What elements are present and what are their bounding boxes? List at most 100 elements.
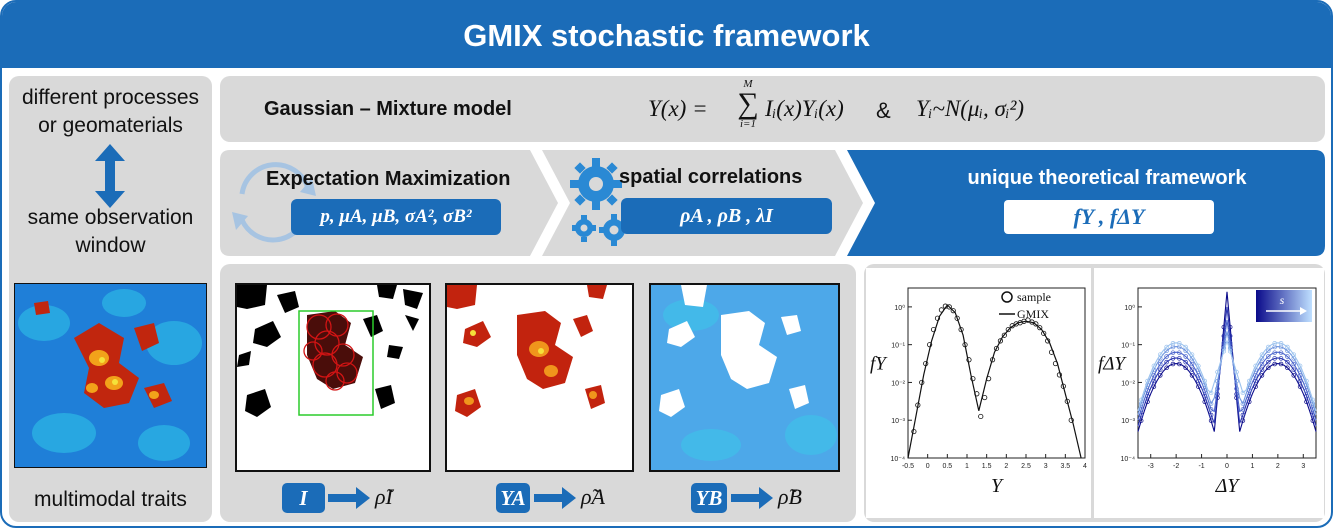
equation-rhs: Iᵢ(x)Yᵢ(x) <box>765 96 844 121</box>
ya-field-image <box>445 283 634 472</box>
sample-point <box>1297 384 1303 389</box>
x-axis-label: Y <box>991 475 1004 497</box>
sample-point <box>1183 354 1188 359</box>
sample-point <box>1297 373 1303 378</box>
x-tick-label: -1 <box>1198 463 1204 470</box>
sample-point <box>1170 361 1176 367</box>
sample-point <box>1033 321 1039 327</box>
left-panel: different processes or geomaterials same… <box>9 76 212 522</box>
sample-point <box>1202 378 1207 384</box>
sum-lower: i=1 <box>740 118 756 130</box>
sample-point <box>1285 344 1290 350</box>
sample-point <box>1272 340 1277 346</box>
sample-point <box>1151 378 1157 384</box>
sample-point <box>1285 365 1290 371</box>
sample-point <box>1266 359 1271 365</box>
sample-point <box>1208 407 1214 412</box>
sample-point <box>1001 332 1007 338</box>
y-axis-label: fΔY <box>1098 354 1127 375</box>
multimodal-field-image <box>14 283 207 468</box>
sample-point <box>1170 340 1176 346</box>
sample-point <box>1266 365 1271 371</box>
x-tick-label: 0.5 <box>942 463 952 470</box>
sample-point <box>1183 344 1188 350</box>
x-tick-label: 1.5 <box>982 463 992 470</box>
sample-point <box>1278 340 1284 346</box>
y-tick-label: 10⁻⁴ <box>1121 456 1136 463</box>
sample-point <box>993 345 1000 352</box>
sample-point <box>1196 363 1201 369</box>
left-top-text: different processes or geomaterials <box>21 86 200 137</box>
sample-point <box>1253 363 1258 369</box>
y-tick-label: 10⁻⁴ <box>891 456 906 463</box>
sample-point <box>1151 363 1157 369</box>
sample-point <box>938 307 945 313</box>
model-curve <box>1137 306 1317 427</box>
chip-yb: YB <box>691 483 727 513</box>
sample-point <box>1266 354 1271 359</box>
step-params-unique: fY , fΔY <box>1004 200 1214 234</box>
sample-point <box>1157 367 1163 372</box>
arrow-ya <box>534 487 576 514</box>
x-tick-label: 3 <box>1044 463 1048 470</box>
sample-point <box>1278 350 1284 355</box>
model-panel: Gaussian – Mixture model Y(x) = M ∑ i=1 … <box>220 76 1325 142</box>
arrow-yb <box>731 487 773 514</box>
sample-point <box>1060 383 1066 389</box>
rho-a: ρ̃A <box>581 484 605 509</box>
sample-point <box>1227 349 1233 354</box>
sample-point <box>1164 344 1169 350</box>
step-title-spatial: spatial correlations <box>619 166 803 188</box>
x-tick-label: 0 <box>1225 463 1229 470</box>
sample-point <box>1221 349 1227 354</box>
model-curve <box>1137 331 1317 415</box>
sample-point <box>962 342 968 348</box>
sample-point <box>1164 354 1169 359</box>
sample-point <box>930 326 937 333</box>
sample-point <box>1041 330 1047 336</box>
equation-lhs: Y(x) = <box>648 96 708 121</box>
sample-point <box>1196 378 1201 384</box>
sample-point <box>946 304 952 310</box>
sample-point <box>1240 401 1246 406</box>
sample-point <box>1240 407 1246 412</box>
distribution: Yᵢ~N(μᵢ, σᵢ²) <box>916 96 1025 121</box>
sample-point <box>1189 367 1195 372</box>
sample-point <box>1183 359 1188 365</box>
legend-sample-marker <box>1001 291 1013 303</box>
x-tick-label: 1 <box>965 463 969 470</box>
sample-point <box>1285 354 1290 359</box>
x-axis-label: ΔY <box>1215 475 1241 497</box>
sample-point <box>1183 365 1188 371</box>
sample-point <box>1052 360 1059 367</box>
sample-point <box>1189 352 1195 357</box>
sample-point <box>1291 373 1297 378</box>
sample-point <box>997 338 1004 344</box>
sample-point <box>986 376 992 382</box>
sample-point <box>1164 359 1169 365</box>
sample-point <box>1170 356 1176 361</box>
sample-point <box>1259 361 1265 367</box>
step-params-spatial: ρA , ρB , λI <box>621 198 832 234</box>
y-tick-label: 10⁻² <box>1121 380 1135 387</box>
sample-point <box>915 402 921 408</box>
sample-point <box>1196 373 1201 378</box>
sample-point <box>950 308 956 314</box>
sample-point <box>927 342 933 348</box>
sample-point <box>1291 367 1297 372</box>
model-label: Gaussian – Mixture model <box>264 98 512 120</box>
model-curve <box>1137 320 1317 421</box>
sample-point <box>1272 356 1277 361</box>
sample-point <box>966 357 972 363</box>
model-curve <box>1137 339 1317 411</box>
title-bar: GMIX stochastic framework <box>2 2 1331 68</box>
y-tick-label: 10⁻¹ <box>1121 343 1135 350</box>
sample-point <box>911 428 917 435</box>
sample-point <box>1240 390 1246 396</box>
sample-point <box>1048 349 1055 355</box>
sample-point <box>1157 373 1163 378</box>
legend-arrow-head <box>1300 307 1307 315</box>
x-tick-label: -3 <box>1148 463 1154 470</box>
sample-point <box>1297 363 1303 369</box>
